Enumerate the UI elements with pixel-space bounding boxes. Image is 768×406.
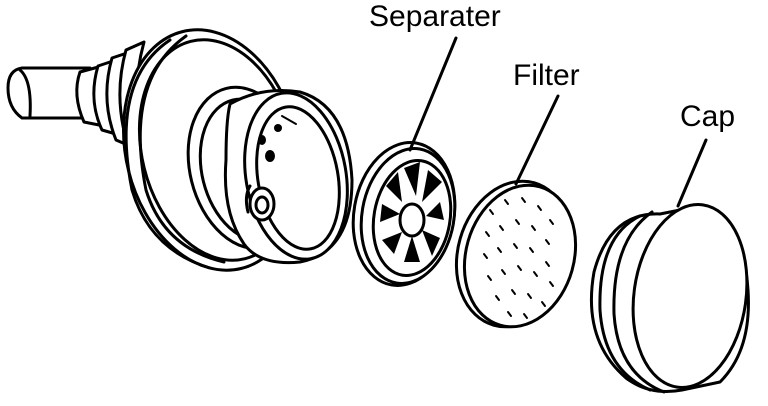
- separater-label: Separater: [369, 0, 501, 33]
- cap-label: Cap: [680, 100, 736, 133]
- filter-leader: [514, 94, 560, 186]
- separater-leader: [408, 36, 458, 152]
- cap-leader: [676, 138, 708, 208]
- cap: [590, 203, 750, 394]
- housing-body: [6, 28, 354, 272]
- filter-pad: [454, 179, 578, 329]
- leader-lines: [408, 36, 708, 208]
- separater-disc: [351, 141, 457, 287]
- filter-label: Filter: [513, 59, 580, 92]
